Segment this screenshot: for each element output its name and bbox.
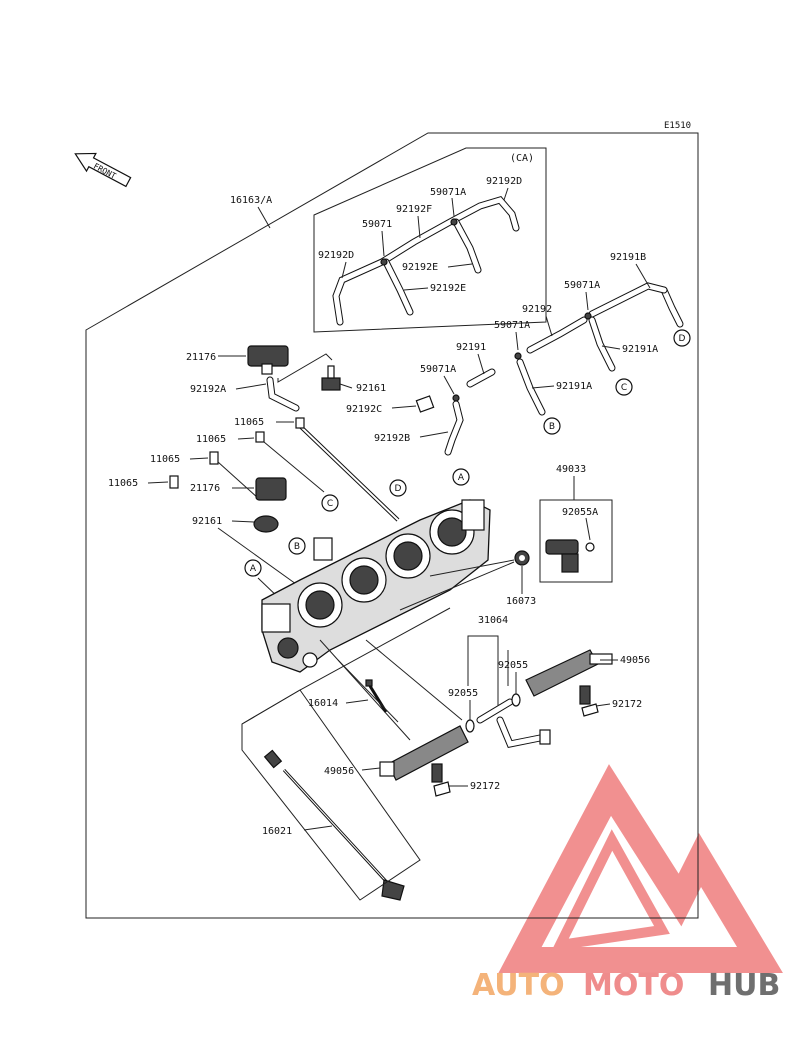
seal-16073	[514, 550, 530, 566]
cable-16021	[263, 749, 405, 901]
label-31064: 31064	[478, 615, 508, 626]
svg-text:A: A	[458, 473, 465, 483]
callout-B-top: B	[543, 417, 561, 435]
label-92192E-b: 92192E	[430, 283, 466, 294]
variant-label: (CA)	[510, 153, 534, 164]
fuel-hose-31064	[465, 693, 551, 748]
assembly-outline	[85, 132, 699, 919]
label-92192: 92192	[522, 304, 552, 315]
ca-subassembly-box	[313, 147, 547, 333]
label-49033: 49033	[556, 464, 586, 475]
label-11065-b: 11065	[196, 434, 226, 445]
label-92191A-r: 92191A	[622, 344, 658, 355]
callout-A-top: A	[452, 468, 470, 486]
svg-text:D: D	[679, 334, 686, 344]
label-59071A-r2: 59071A	[494, 320, 530, 331]
label-16014: 16014	[308, 698, 338, 709]
svg-text:B: B	[549, 422, 555, 432]
watermark-moto: MOTO	[583, 968, 684, 1003]
label-11065-d: 11065	[108, 478, 138, 489]
sensor-21176-upper	[247, 345, 341, 412]
screw-16014	[365, 679, 388, 713]
svg-text:A: A	[250, 564, 257, 574]
label-16021: 16021	[262, 826, 292, 837]
svg-text:C: C	[327, 499, 333, 509]
label-92172-a: 92172	[612, 699, 642, 710]
label-92161-b: 92161	[192, 516, 222, 527]
label-92055A: 92055A	[562, 507, 598, 518]
label-92055-b: 92055	[498, 660, 528, 671]
label-11065-c: 11065	[150, 454, 180, 465]
label-92192A: 92192A	[190, 384, 226, 395]
label-92192D-left: 92192D	[318, 250, 354, 261]
injector	[545, 539, 595, 573]
label-92191: 92191	[456, 342, 486, 353]
label-92191A-m: 92191A	[556, 381, 592, 392]
label-21176-a: 21176	[186, 352, 216, 363]
svg-text:C: C	[621, 383, 627, 393]
label-92055-a: 92055	[448, 688, 478, 699]
cable-bracket-outline	[241, 689, 421, 901]
label-16163: 16163/A	[230, 195, 272, 206]
right-hoses	[415, 282, 684, 456]
watermark-text: AUTO MOTO HUB	[472, 968, 780, 1003]
fuel-rail-upper	[525, 649, 613, 717]
label-92192F: 92192F	[396, 204, 432, 215]
label-92191B: 92191B	[610, 252, 646, 263]
label-16073: 16073	[506, 596, 536, 607]
label-11065-a: 11065	[234, 417, 264, 428]
callout-A-mid: A	[244, 559, 262, 577]
fuel-rail-lower	[379, 725, 469, 797]
svg-text:D: D	[395, 484, 402, 494]
callout-B-mid: B	[288, 537, 306, 555]
label-92192E-a: 92192E	[402, 262, 438, 273]
ca-hoses	[332, 195, 520, 326]
label-49056-b: 49056	[324, 766, 354, 777]
throttle-body	[261, 499, 491, 673]
label-92161-a: 92161	[356, 383, 386, 394]
label-92192D-top: 92192D	[486, 176, 522, 187]
label-59071A-r3: 59071A	[420, 364, 456, 375]
watermark-logo	[498, 764, 783, 973]
label-59071A-top: 59071A	[430, 187, 466, 198]
callout-D-top: D	[673, 329, 691, 347]
diagram-id: E1510	[664, 121, 691, 131]
callout-C-top: C	[615, 378, 633, 396]
label-59071A-r1: 59071A	[564, 280, 600, 291]
svg-text:B: B	[294, 542, 300, 552]
callout-D-mid: D	[389, 479, 407, 497]
label-49056-a: 49056	[620, 655, 650, 666]
watermark-hub: HUB	[708, 968, 780, 1003]
sensor-21176-lower	[253, 477, 287, 533]
injector-box-49033	[539, 499, 613, 583]
watermark-auto: AUTO	[472, 968, 565, 1003]
label-92172-b: 92172	[470, 781, 500, 792]
label-92192B: 92192B	[374, 433, 410, 444]
callout-C-mid: C	[321, 494, 339, 512]
label-92192C: 92192C	[346, 404, 382, 415]
vacuum-tubes	[169, 417, 400, 522]
label-21176-b: 21176	[190, 483, 220, 494]
front-arrow-icon: FRONT	[74, 152, 132, 188]
label-59071: 59071	[362, 219, 392, 230]
